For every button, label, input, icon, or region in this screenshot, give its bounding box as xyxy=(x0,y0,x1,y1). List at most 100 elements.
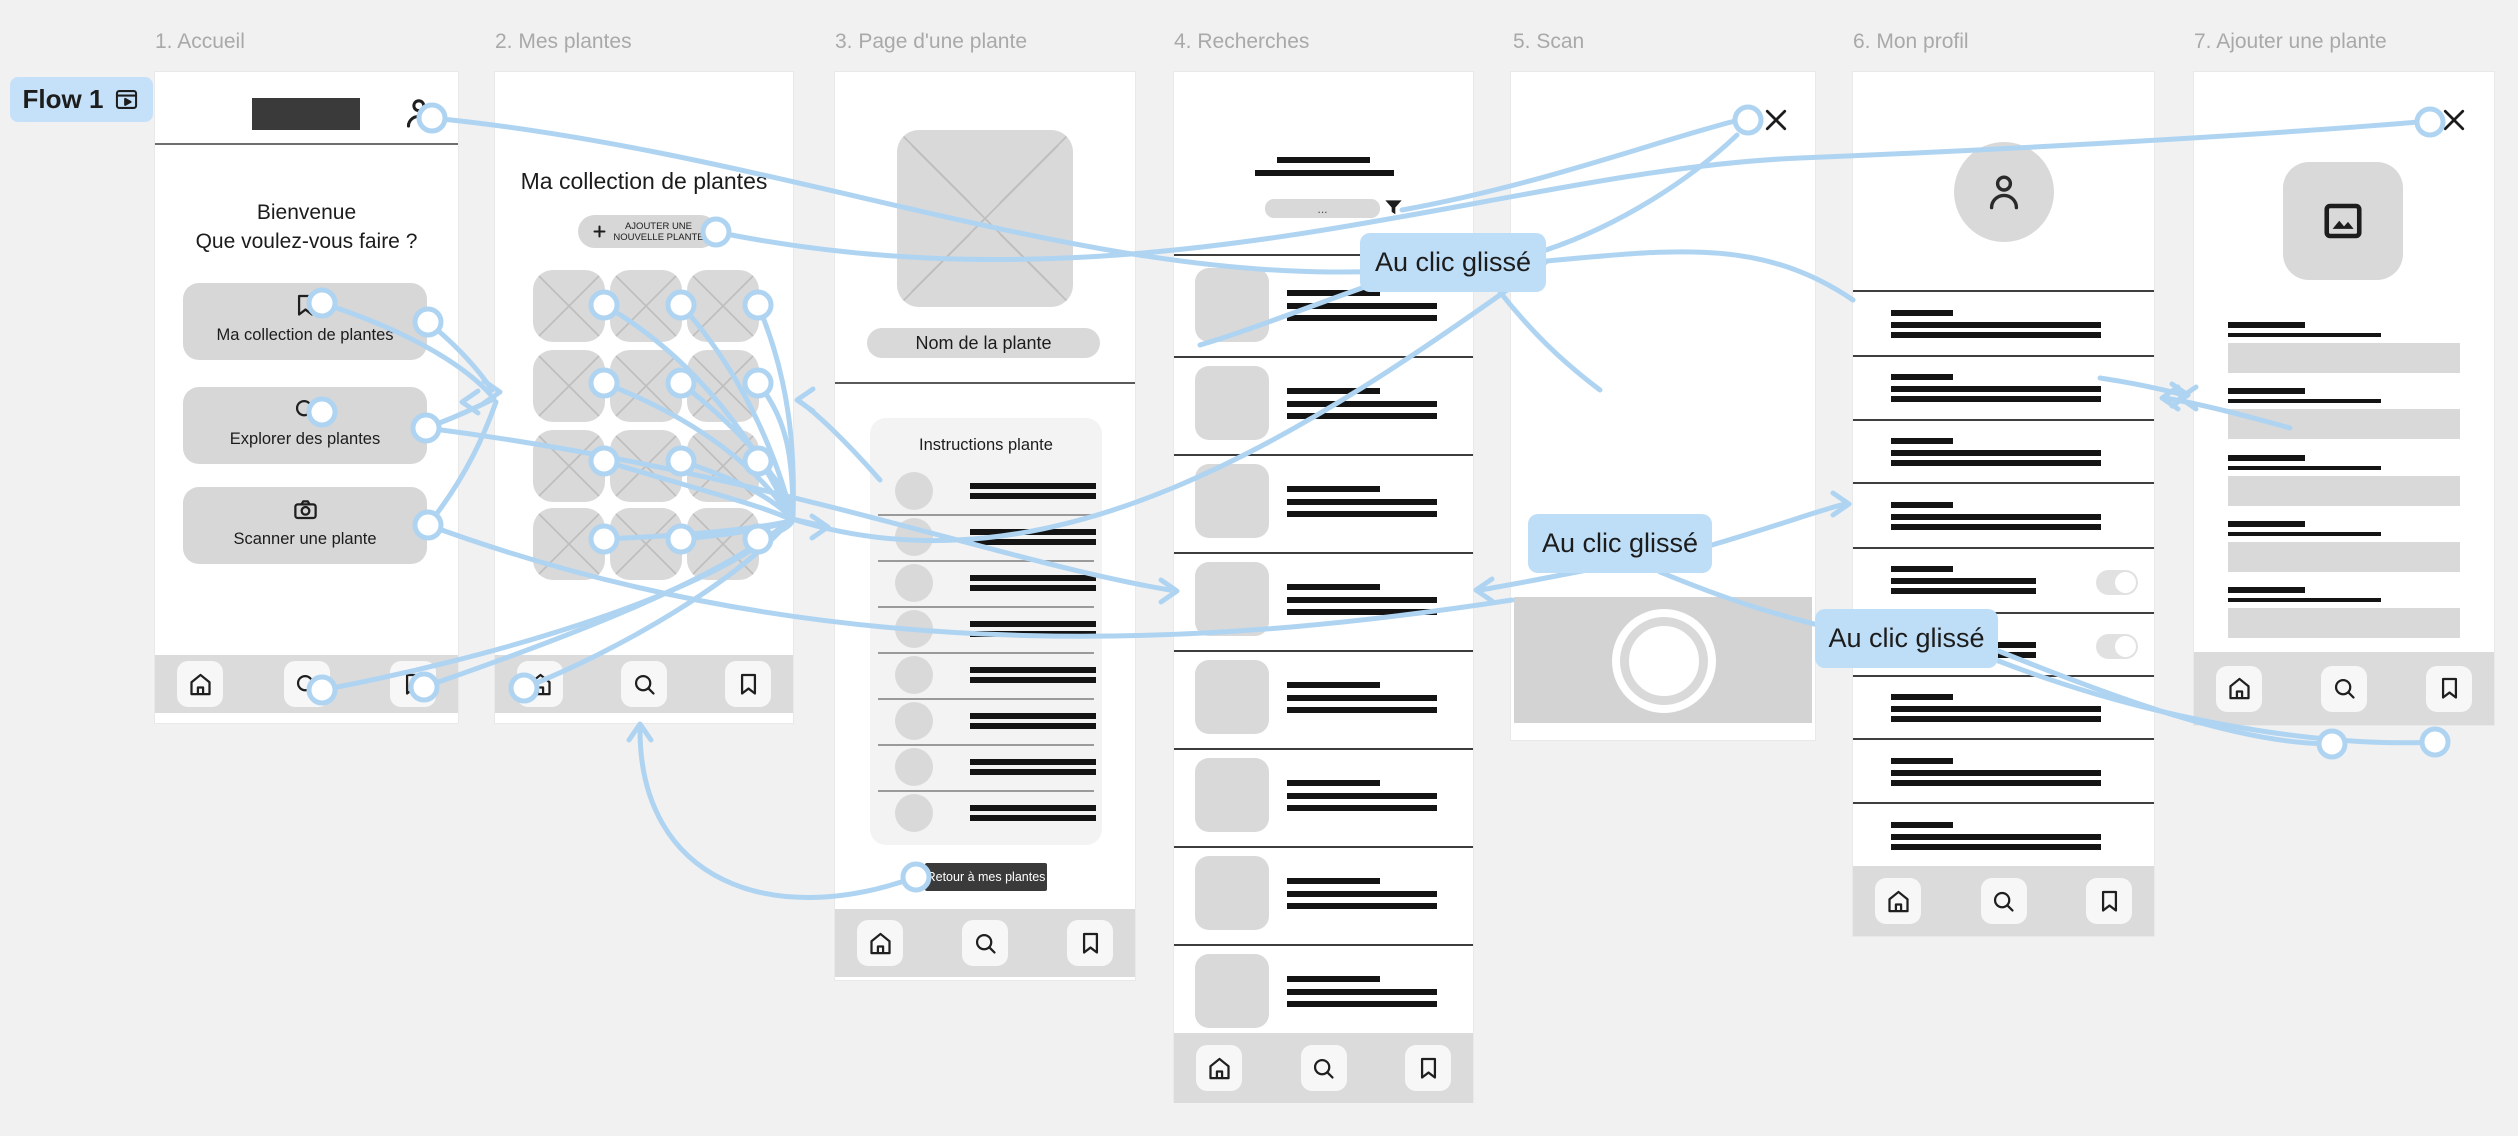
profile-row[interactable] xyxy=(1853,372,2154,432)
nav-home-icon[interactable] xyxy=(517,661,563,707)
frame-scan[interactable] xyxy=(1511,72,1815,740)
search-result-item[interactable] xyxy=(1174,366,1473,456)
text-line-placeholder xyxy=(1891,706,2101,712)
flow-badge-label: Flow 1 xyxy=(22,84,104,114)
plant-grid-tile[interactable] xyxy=(533,350,605,422)
shutter-button[interactable] xyxy=(1620,617,1708,705)
nav-home-icon[interactable] xyxy=(857,920,903,966)
nav-bookmark-icon[interactable] xyxy=(2426,665,2472,712)
toggle-switch[interactable] xyxy=(2096,634,2138,659)
profile-row[interactable] xyxy=(1853,500,2154,560)
interaction-note[interactable]: Au clic glissé xyxy=(1360,233,1546,292)
plant-grid-tile[interactable] xyxy=(687,430,759,502)
search-input[interactable]: ... xyxy=(1265,199,1380,218)
frame-title-scan[interactable]: 5. Scan xyxy=(1513,30,1585,53)
form-field-input[interactable] xyxy=(2228,476,2460,506)
profile-row[interactable] xyxy=(1853,692,2154,752)
search-result-item[interactable] xyxy=(1174,464,1473,554)
text-line-placeholder xyxy=(1287,413,1437,419)
plant-grid-tile[interactable] xyxy=(610,430,682,502)
instructions-title: Instructions plante xyxy=(919,436,1053,454)
search-result-item[interactable] xyxy=(1174,562,1473,652)
flow-badge[interactable]: Flow 1 xyxy=(10,77,153,122)
nav-bookmark-icon[interactable] xyxy=(2086,878,2132,924)
close-icon[interactable] xyxy=(1761,105,1791,135)
text-line-placeholder xyxy=(1891,588,2036,594)
search-result-item[interactable] xyxy=(1174,954,1473,1044)
text-line-placeholder xyxy=(970,677,1096,683)
form-field-input[interactable] xyxy=(2228,542,2460,572)
back-to-plants-button[interactable]: Retour à mes plantes xyxy=(925,863,1047,891)
nav-search-icon[interactable] xyxy=(962,920,1008,966)
plant-grid-tile[interactable] xyxy=(533,270,605,342)
nav-bookmark-icon[interactable] xyxy=(390,661,436,707)
divider xyxy=(1853,547,2154,549)
search-result-item[interactable] xyxy=(1174,856,1473,946)
nav-search-icon[interactable] xyxy=(1980,878,2027,924)
plant-grid-tile[interactable] xyxy=(610,508,682,580)
button-label: Explorer des plantes xyxy=(229,430,381,448)
form-field-input[interactable] xyxy=(2228,608,2460,638)
result-thumbnail xyxy=(1195,562,1269,636)
search-result-item[interactable] xyxy=(1174,758,1473,848)
nav-home-icon[interactable] xyxy=(1196,1045,1242,1091)
close-icon[interactable] xyxy=(2439,105,2469,135)
plant-grid-tile[interactable] xyxy=(687,350,759,422)
frame-title-mes-plantes[interactable]: 2. Mes plantes xyxy=(495,30,632,53)
frame-title-recherches[interactable]: 4. Recherches xyxy=(1174,30,1310,53)
search-result-item[interactable] xyxy=(1174,660,1473,750)
nav-search-icon[interactable] xyxy=(621,661,667,707)
profile-row[interactable] xyxy=(1853,308,2154,368)
divider xyxy=(878,560,1094,562)
interaction-note[interactable]: Au clic glissé xyxy=(1815,609,1998,668)
frame-title-profil[interactable]: 6. Mon profil xyxy=(1853,30,1969,53)
frame-title-accueil[interactable]: 1. Accueil xyxy=(155,30,245,53)
plant-grid-tile[interactable] xyxy=(687,270,759,342)
nav-search-icon[interactable] xyxy=(283,661,330,707)
nav-bookmark-icon[interactable] xyxy=(1067,920,1113,966)
button-scanner[interactable]: Scanner une plante xyxy=(183,487,427,564)
nav-home-icon[interactable] xyxy=(1875,878,1921,924)
plant-grid-tile[interactable] xyxy=(610,350,682,422)
frame-title-ajouter[interactable]: 7. Ajouter une plante xyxy=(2194,30,2387,53)
text-line-placeholder xyxy=(1891,450,2101,456)
add-plant-label-line2: NOUVELLE PLANTE xyxy=(613,231,704,243)
text-line-placeholder xyxy=(970,759,1096,765)
frame-page-plante[interactable]: Nom de la plante Instructions plante Ret… xyxy=(835,72,1135,980)
text-line-placeholder xyxy=(1287,695,1437,701)
button-ma-collection[interactable]: Ma collection de plantes xyxy=(183,283,427,360)
text-line-placeholder xyxy=(970,667,1096,673)
frame-title-page-plante[interactable]: 3. Page d'une plante xyxy=(835,30,1028,53)
profile-icon[interactable] xyxy=(399,94,437,132)
interaction-note[interactable]: Au clic glissé xyxy=(1528,514,1712,573)
frame-profil[interactable] xyxy=(1853,72,2154,936)
add-plant-button[interactable]: AJOUTER UNE NOUVELLE PLANTE xyxy=(578,215,717,248)
nav-bookmark-icon[interactable] xyxy=(1405,1045,1451,1091)
text-line-placeholder xyxy=(1891,514,2101,520)
plant-grid-tile[interactable] xyxy=(610,270,682,342)
toggle-switch[interactable] xyxy=(2096,570,2138,595)
frame-mes-plantes[interactable]: Ma collection de plantes AJOUTER UNE NOU… xyxy=(495,72,793,723)
filter-icon[interactable] xyxy=(1382,196,1405,219)
profile-row[interactable] xyxy=(1853,436,2154,496)
nav-home-icon[interactable] xyxy=(2216,665,2262,712)
plant-name-field[interactable]: Nom de la plante xyxy=(867,328,1100,358)
upload-photo-button[interactable] xyxy=(2283,162,2403,280)
profile-row[interactable] xyxy=(1853,820,2154,880)
plant-grid-tile[interactable] xyxy=(687,508,759,580)
profile-row[interactable] xyxy=(1853,756,2154,816)
frame-ajouter[interactable] xyxy=(2194,72,2494,725)
frame-accueil[interactable]: Bienvenue Que voulez-vous faire ? Ma col… xyxy=(155,72,458,723)
nav-home-icon[interactable] xyxy=(177,661,223,707)
frame-recherches[interactable]: ... xyxy=(1174,72,1473,1103)
button-explorer[interactable]: Explorer des plantes xyxy=(183,387,427,464)
profile-row[interactable] xyxy=(1853,564,2154,624)
plant-grid-tile[interactable] xyxy=(533,430,605,502)
form-field-input[interactable] xyxy=(2228,343,2460,373)
nav-search-icon[interactable] xyxy=(1300,1045,1347,1091)
text-line-placeholder xyxy=(970,529,1096,535)
nav-search-icon[interactable] xyxy=(2321,665,2367,712)
form-field-input[interactable] xyxy=(2228,409,2460,439)
plant-grid-tile[interactable] xyxy=(533,508,605,580)
nav-bookmark-icon[interactable] xyxy=(725,661,771,707)
